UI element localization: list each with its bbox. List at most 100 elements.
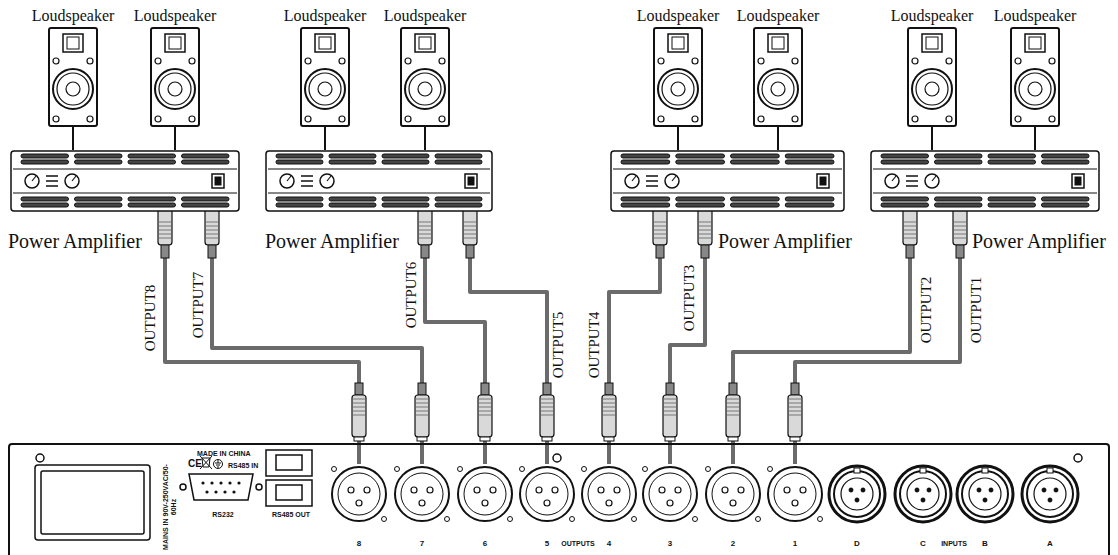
- xlr-input-jack-outline: [915, 488, 919, 492]
- xlr-input-jack-outline: [829, 466, 885, 522]
- power-amplifier-outline: [870, 150, 1100, 212]
- xlr-output-jack-outline: [458, 467, 463, 472]
- db9-pins: [210, 481, 213, 484]
- loudspeaker-outline: [189, 58, 195, 64]
- jack-number: 8: [357, 540, 361, 549]
- xlr-input-jack: C: [893, 464, 953, 524]
- power-amplifier-outline: [382, 154, 429, 158]
- xlr-plug: [464, 238, 476, 239]
- power-amplifier-outline: [329, 154, 376, 158]
- power-amplifier-outline: [212, 174, 224, 188]
- power-amplifier-outline: [731, 203, 780, 207]
- xlr-plug: [206, 226, 218, 227]
- power-amplifier-outline: [13, 193, 237, 194]
- power-amplifier-outline: [46, 175, 58, 177]
- cable-label: OUTPUT8: [143, 284, 158, 353]
- loudspeaker-outline: [339, 116, 345, 122]
- xlr-plug: [208, 245, 216, 258]
- xlr-output-jack-outline: [765, 464, 825, 524]
- xlr-plug: [904, 230, 916, 231]
- power-amplifier-outline: [676, 197, 725, 201]
- power-amplifier-outline: [21, 154, 69, 158]
- power-amplifier-outline: [11, 151, 239, 211]
- speaker-wire: [424, 127, 426, 150]
- xlr-input-jack-outline: [989, 488, 993, 492]
- cable-label: OUTPUT6: [404, 261, 419, 330]
- power-amplifier-outline: [276, 203, 323, 207]
- xlr-output-jack-outline: [649, 473, 691, 515]
- loudspeaker: Loudspeaker: [400, 27, 450, 127]
- xlr-plug: [415, 395, 429, 437]
- xlr-output-jack-outline: [520, 467, 575, 522]
- jack-number: D: [854, 540, 860, 549]
- loudspeaker-outline: [912, 58, 918, 64]
- xlr-plug: [541, 411, 553, 412]
- xlr-plug: [543, 383, 551, 395]
- power-amplifier-outline: [13, 169, 237, 170]
- speaker-label: Loudspeaker: [32, 7, 115, 25]
- xlr-plug: [656, 245, 664, 258]
- xlr-plug: [726, 395, 740, 437]
- loudspeaker: Loudspeaker: [48, 27, 98, 127]
- xlr-output-jack-outline: [730, 500, 736, 506]
- speaker-label: Loudspeaker: [891, 7, 974, 25]
- power-amplifier-outline: [1042, 203, 1090, 207]
- loudspeaker-outline: [1019, 73, 1051, 105]
- xlr-input-jack-outline: [895, 466, 951, 522]
- xlr-plug: [480, 437, 490, 441]
- xlr-output-jack-outline: [482, 500, 488, 506]
- power-amplifier-outline: [182, 160, 230, 164]
- power-amplifier-outline: [935, 154, 983, 158]
- loudspeaker: Loudspeaker: [753, 27, 803, 127]
- xlr-plug: [663, 395, 677, 437]
- power-amplifier-outline: [268, 193, 490, 194]
- power-amplifier-outline: [265, 150, 493, 212]
- xlr-output-jack-outline: [474, 487, 480, 493]
- speaker-wire: [677, 127, 679, 150]
- xlr-input-jack-outline: [1027, 471, 1073, 517]
- loudspeaker-outline: [658, 58, 664, 64]
- panel-marking: RS485 OUT: [272, 511, 310, 519]
- xlr-plug: [417, 437, 427, 441]
- db9-screw: [256, 484, 262, 490]
- xlr-output-jack-outline: [643, 467, 648, 472]
- loudspeaker: Loudspeaker: [907, 27, 957, 127]
- xlr-output-jack-outline: [632, 517, 637, 522]
- loudspeaker-outline: [155, 58, 161, 64]
- xlr-output-jack: 1: [765, 464, 825, 524]
- power-amplifier-outline: [382, 203, 429, 207]
- loudspeaker-outline: [189, 116, 195, 122]
- power-amplifier-outline: [128, 154, 176, 158]
- xlr-plug: [478, 383, 492, 441]
- xlr-plug: [479, 415, 491, 416]
- power-amplifier-outline: [128, 160, 176, 164]
- loudspeaker-outline: [53, 58, 59, 64]
- xlr-plug: [663, 383, 677, 441]
- xlr-plug: [904, 234, 916, 235]
- loudspeaker-outline: [309, 73, 341, 105]
- xlr-output-jack-outline: [332, 467, 386, 521]
- xlr-plug: [954, 230, 966, 231]
- xlr-output-jack: 5: [517, 464, 577, 524]
- power-amplifier-outline: [329, 197, 376, 201]
- loudspeaker-outline: [168, 82, 182, 96]
- loudspeaker-outline: [66, 82, 80, 96]
- loudspeaker-outline: [151, 28, 199, 126]
- xlr-output-jack-outline: [606, 500, 612, 506]
- xlr-plug: [416, 411, 428, 412]
- xlr-input-jack: B: [955, 464, 1015, 524]
- power-amplifier-outline: [871, 151, 1099, 211]
- xlr-output-jack-outline: [520, 467, 574, 521]
- loudspeaker-outline: [1025, 34, 1045, 52]
- loudspeaker-outline: [401, 28, 449, 126]
- xlr-output-jack-outline: [706, 467, 711, 472]
- xlr-plug: [603, 403, 615, 404]
- xlr-plug: [464, 234, 476, 235]
- loudspeaker-outline: [305, 69, 345, 109]
- power-amplifier-outline: [1072, 174, 1084, 188]
- xlr-output-jack-outline: [579, 464, 639, 524]
- xlr-plug: [790, 437, 800, 441]
- speaker-wire: [324, 127, 326, 150]
